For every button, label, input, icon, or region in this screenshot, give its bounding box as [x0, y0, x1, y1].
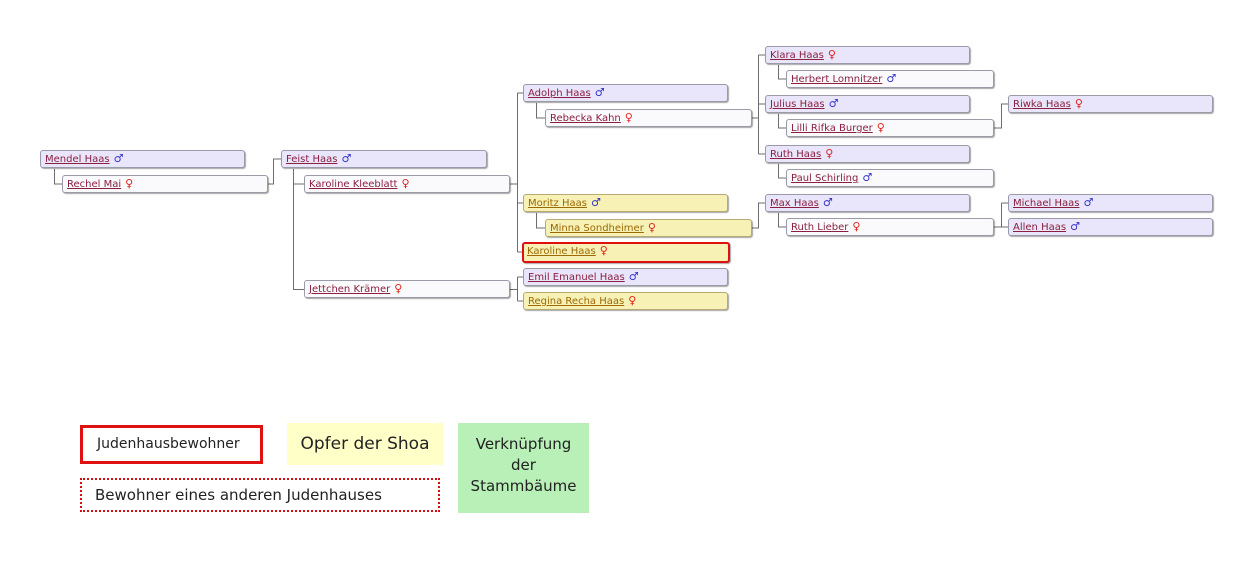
- male-symbol-icon: ♂: [590, 196, 601, 209]
- person-klara-haas[interactable]: Klara Haas♀: [765, 46, 970, 64]
- female-symbol-icon: ♀: [647, 221, 656, 234]
- male-symbol-icon: ♂: [886, 72, 897, 85]
- female-symbol-icon: ♀: [1074, 97, 1083, 110]
- female-symbol-icon: ♀: [876, 121, 885, 134]
- spouse-connector: [778, 213, 786, 228]
- person-allen-haas[interactable]: Allen Haas♂: [1008, 218, 1213, 236]
- male-symbol-icon: ♂: [828, 97, 839, 110]
- person-karoline-haas[interactable]: Karoline Haas♀: [522, 242, 730, 263]
- male-symbol-icon: ♂: [1083, 196, 1094, 209]
- female-symbol-icon: ♀: [125, 177, 134, 190]
- spouse-connector: [54, 169, 62, 185]
- male-symbol-icon: ♂: [628, 270, 639, 283]
- person-moritz-haas[interactable]: Moritz Haas♂: [523, 194, 728, 212]
- person-name-link[interactable]: Allen Haas: [1013, 222, 1067, 233]
- person-name-link[interactable]: Adolph Haas: [528, 88, 591, 99]
- person-name-link[interactable]: Michael Haas: [1013, 198, 1080, 209]
- person-max-haas[interactable]: Max Haas♂: [765, 194, 970, 212]
- person-julius-haas[interactable]: Julius Haas♂: [765, 95, 970, 113]
- person-name-link[interactable]: Ruth Lieber: [791, 222, 849, 233]
- spouse-connector: [778, 65, 786, 80]
- person-paul-schirling[interactable]: Paul Schirling♂: [786, 169, 994, 187]
- person-name-link[interactable]: Ruth Haas: [770, 149, 822, 160]
- family-connector: [994, 103, 1008, 129]
- male-symbol-icon: ♂: [113, 152, 124, 165]
- female-symbol-icon: ♀: [852, 220, 861, 233]
- person-name-link[interactable]: Rebecka Kahn: [550, 113, 621, 124]
- male-symbol-icon: ♂: [1070, 220, 1080, 233]
- person-name-link[interactable]: Emil Emanuel Haas: [528, 272, 625, 283]
- female-symbol-icon: ♀: [394, 282, 403, 295]
- spouse-connector: [293, 169, 304, 290]
- person-name-link[interactable]: Julius Haas: [770, 99, 825, 110]
- person-jettchen-kraemer[interactable]: Jettchen Krämer♀: [304, 280, 510, 298]
- person-name-link[interactable]: Lilli Rifka Burger: [791, 123, 873, 134]
- spouse-connector: [536, 103, 545, 119]
- female-symbol-icon: ♀: [624, 111, 633, 124]
- male-symbol-icon: ♂: [822, 196, 833, 209]
- person-ruth-haas[interactable]: Ruth Haas♀: [765, 145, 970, 163]
- person-ruth-lieber[interactable]: Ruth Lieber♀: [786, 218, 994, 236]
- male-symbol-icon: ♂: [341, 152, 352, 165]
- female-symbol-icon: ♀: [401, 177, 410, 190]
- person-name-link[interactable]: Max Haas: [770, 198, 819, 209]
- female-symbol-icon: ♀: [599, 244, 608, 257]
- person-name-link[interactable]: Jettchen Krämer: [309, 284, 391, 295]
- person-rebecka-kahn[interactable]: Rebecka Kahn♀: [545, 109, 752, 127]
- female-symbol-icon: ♀: [827, 48, 836, 61]
- legend-judenhausbewohner: Judenhausbewohner: [80, 425, 263, 464]
- person-name-link[interactable]: Mendel Haas: [45, 154, 110, 165]
- person-name-link[interactable]: Moritz Haas: [528, 198, 587, 209]
- person-minna-sondheimer[interactable]: Minna Sondheimer♀: [545, 219, 752, 237]
- legend-opfer-der-shoa: Opfer der Shoa: [287, 423, 443, 465]
- spouse-connector: [536, 213, 545, 229]
- person-name-link[interactable]: Regina Recha Haas: [528, 296, 625, 307]
- person-emil-emanuel-haas[interactable]: Emil Emanuel Haas♂: [523, 268, 728, 286]
- person-mendel-haas[interactable]: Mendel Haas♂: [40, 150, 245, 168]
- person-feist-haas[interactable]: Feist Haas♂: [281, 150, 487, 168]
- male-symbol-icon: ♂: [594, 86, 605, 99]
- person-name-link[interactable]: Feist Haas: [286, 154, 338, 165]
- person-name-link[interactable]: Karoline Kleeblatt: [309, 179, 398, 190]
- person-name-link[interactable]: Herbert Lomnitzer: [791, 74, 883, 85]
- person-lilli-rifka-burger[interactable]: Lilli Rifka Burger♀: [786, 119, 994, 137]
- person-herbert-lomnitzer[interactable]: Herbert Lomnitzer♂: [786, 70, 994, 88]
- person-rechel-mai[interactable]: Rechel Mai♀: [62, 175, 268, 193]
- legend-anderes-judenhaus: Bewohner eines anderen Judenhauses: [80, 478, 440, 512]
- female-symbol-icon: ♀: [825, 147, 834, 160]
- person-regina-recha-haas[interactable]: Regina Recha Haas♀: [523, 292, 728, 310]
- person-name-link[interactable]: Riwka Haas: [1013, 99, 1071, 110]
- male-symbol-icon: ♂: [862, 171, 873, 184]
- spouse-connector: [778, 164, 786, 179]
- family-connector: [268, 158, 281, 185]
- person-name-link[interactable]: Klara Haas: [770, 50, 824, 61]
- person-karoline-kleeblatt[interactable]: Karoline Kleeblatt♀: [304, 175, 510, 193]
- person-name-link[interactable]: Rechel Mai: [67, 179, 122, 190]
- person-name-link[interactable]: Karoline Haas: [527, 246, 596, 257]
- person-riwka-haas[interactable]: Riwka Haas♀: [1008, 95, 1213, 113]
- family-connector: [752, 202, 765, 229]
- person-adolph-haas[interactable]: Adolph Haas♂: [523, 84, 728, 102]
- person-name-link[interactable]: Minna Sondheimer: [550, 223, 644, 234]
- legend-verknuepfung: Verknüpfung der Stammbäume: [458, 423, 589, 513]
- spouse-connector: [778, 114, 786, 129]
- person-name-link[interactable]: Paul Schirling: [791, 173, 859, 184]
- person-michael-haas[interactable]: Michael Haas♂: [1008, 194, 1213, 212]
- female-symbol-icon: ♀: [628, 294, 637, 307]
